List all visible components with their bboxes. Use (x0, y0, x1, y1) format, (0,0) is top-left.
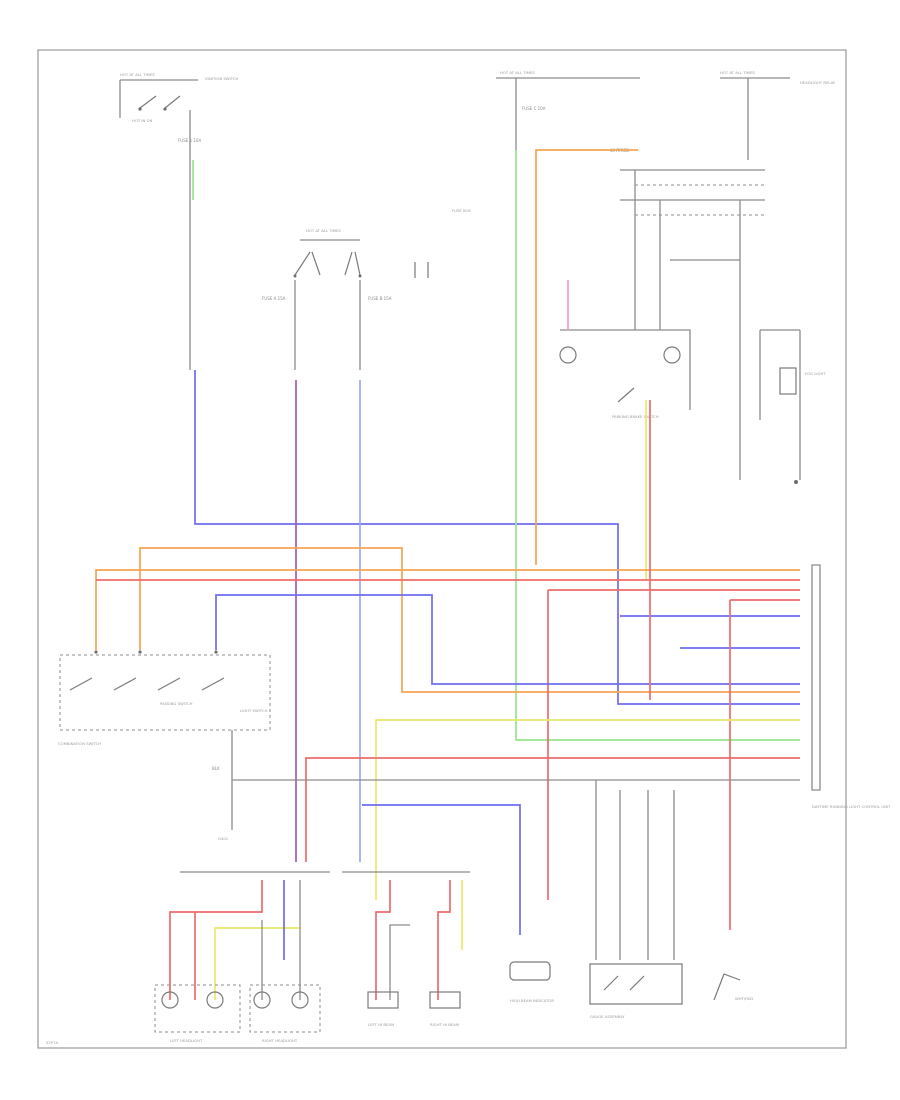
ignition-bracket (119, 79, 198, 118)
parking-brake-switch-contact (617, 387, 635, 403)
gauge-assembly-box (589, 963, 683, 1005)
switch-far-right (414, 262, 429, 278)
rh-black (389, 924, 410, 1000)
ignition-node-2 (163, 107, 167, 111)
label-hot-in-on: HOT IN ON (132, 118, 153, 123)
label-hot-all-times-left: HOT AT ALL TIMES (120, 72, 155, 77)
label-gauge: GAUGE ASSEMBLY (590, 1014, 625, 1019)
label-ground: G401 (218, 836, 229, 841)
label-blk: BLK (212, 766, 220, 771)
label-indicator: HIGH BEAM INDICATOR (510, 998, 554, 1003)
label-relay-note: HEADLIGHT RELAY (800, 80, 836, 85)
relay-dashed (635, 184, 765, 216)
label-fuse-1: FUSE 1 10A (178, 138, 201, 143)
relay-frame (620, 169, 765, 201)
label-fuse-b: FUSE B 15A (368, 296, 392, 301)
fog-light-icon (779, 367, 797, 395)
sensor-symbol (713, 973, 741, 1001)
switch-right-lever (344, 251, 361, 276)
wire-orange-1 (95, 569, 800, 650)
high-beam-indicator-icon (509, 961, 551, 981)
wire-orange-2 (139, 547, 800, 693)
ignition-node (138, 107, 142, 111)
label-fuse-box-note: FUSE BOX (452, 208, 471, 213)
fog-frame (759, 329, 801, 480)
relay-h-2 (560, 329, 691, 410)
cs-node-3 (214, 650, 218, 654)
label-passing-switch: PASSING SWITCH (160, 701, 193, 706)
right-hi-beam-module-icon (429, 991, 461, 1009)
fog-ground (794, 480, 798, 484)
rh-red-a (375, 880, 391, 1000)
wire-blue-bottom (362, 804, 521, 935)
sw-node-2 (358, 274, 362, 278)
label-fuse-c: FUSE C 10A (522, 106, 546, 111)
diagram-frame (37, 49, 847, 1049)
sw-node-1 (293, 274, 297, 278)
right-lo-beam-icon (291, 991, 309, 1009)
lh-yellow (214, 927, 300, 1000)
label-left-headlight: LEFT HEADLIGHT (170, 1038, 203, 1043)
wire-green (515, 150, 800, 741)
control-unit-connector (811, 564, 821, 791)
wire-red-2 (547, 589, 800, 900)
label-hot-all-times-center: HOT AT ALL TIMES (306, 228, 341, 233)
wire-red-main (305, 757, 800, 862)
left-hi-beam-module-icon (367, 991, 399, 1009)
label-right-hi: RIGHT HI BEAM (430, 1022, 459, 1027)
label-control-unit: DAYTIME RUNNING LIGHT CONTROL UNIT (812, 804, 891, 809)
cs-node-2 (138, 650, 142, 654)
indicator-lamp-right-icon (663, 346, 681, 364)
label-diagram-code: S2P7A (46, 1040, 59, 1045)
lh-red-a (169, 880, 263, 1000)
cs-node-1 (94, 650, 98, 654)
label-parking-brake: PARKING BRAKE SWITCH (612, 414, 659, 419)
label-hot-all-times-right-2: HOT AT ALL TIMES (720, 70, 755, 75)
passing-switch-contact (69, 677, 225, 691)
label-hot-all-times-right-1: HOT AT ALL TIMES (500, 70, 535, 75)
wire-orange-top (535, 149, 638, 565)
label-ht-red: WHT/RED (735, 996, 753, 1001)
ignition-switch-contact (139, 95, 181, 109)
right-hi-beam-icon (253, 991, 271, 1009)
left-lo-beam-icon (206, 991, 224, 1009)
wire-yellow-main (375, 719, 800, 900)
label-light-switch: LIGHT SWITCH (240, 708, 268, 713)
label-fog-light: FOG LIGHT (805, 371, 826, 376)
rh-red-b (437, 880, 451, 1000)
lh-box-2 (249, 984, 321, 1033)
left-hi-beam-icon (161, 991, 179, 1009)
indicator-lamp-left-icon (559, 346, 577, 364)
label-fuse-a: FUSE A 15A (262, 296, 286, 301)
lh-box-1 (154, 984, 241, 1033)
lh-black (261, 880, 301, 1000)
switch-left-lever (294, 251, 321, 276)
label-combination-switch: COMBINATION SWITCH (58, 741, 101, 746)
label-left-hi: LEFT HI BEAM (368, 1022, 394, 1027)
combination-switch-box (59, 654, 271, 731)
label-ignition-switch: IGNITION SWITCH (205, 76, 239, 81)
gauge-switch-contact (603, 975, 645, 991)
label-right-headlight: RIGHT HEADLIGHT (262, 1038, 298, 1043)
wire-blue-2 (215, 594, 800, 685)
wire-red-3 (649, 400, 800, 930)
wire-blue-main (194, 370, 800, 705)
